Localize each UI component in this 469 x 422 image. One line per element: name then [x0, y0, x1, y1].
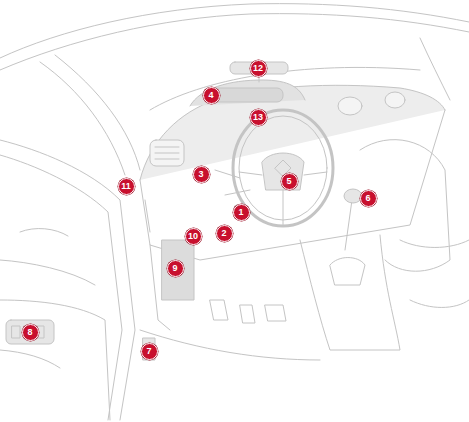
callout-number: 9 — [172, 264, 177, 273]
callout-number: 12 — [253, 64, 263, 73]
callout-number: 2 — [221, 229, 226, 238]
callout-number: 13 — [253, 113, 263, 122]
callout-marker: 4 — [203, 87, 220, 104]
callout-number: 4 — [208, 91, 213, 100]
callout-marker: 10 — [185, 228, 202, 245]
callout-marker: 1 — [233, 204, 250, 221]
callout-marker: 6 — [360, 190, 377, 207]
callout-marker: 12 — [250, 60, 267, 77]
callout-number: 3 — [198, 170, 203, 179]
callout-number: 1 — [238, 208, 243, 217]
callout-marker: 7 — [141, 343, 158, 360]
callout-number: 6 — [365, 194, 370, 203]
callout-number: 5 — [286, 177, 291, 186]
callout-marker: 2 — [216, 225, 233, 242]
callout-number: 10 — [188, 232, 198, 241]
callout-number: 7 — [146, 347, 151, 356]
callout-marker: 8 — [22, 324, 39, 341]
callout-number: 11 — [121, 182, 131, 191]
callout-marker: 5 — [281, 173, 298, 190]
callout-number: 8 — [27, 328, 32, 337]
callout-marker: 3 — [193, 166, 210, 183]
callout-marker: 13 — [250, 109, 267, 126]
callout-marker: 11 — [118, 178, 135, 195]
callout-marker: 9 — [167, 260, 184, 277]
